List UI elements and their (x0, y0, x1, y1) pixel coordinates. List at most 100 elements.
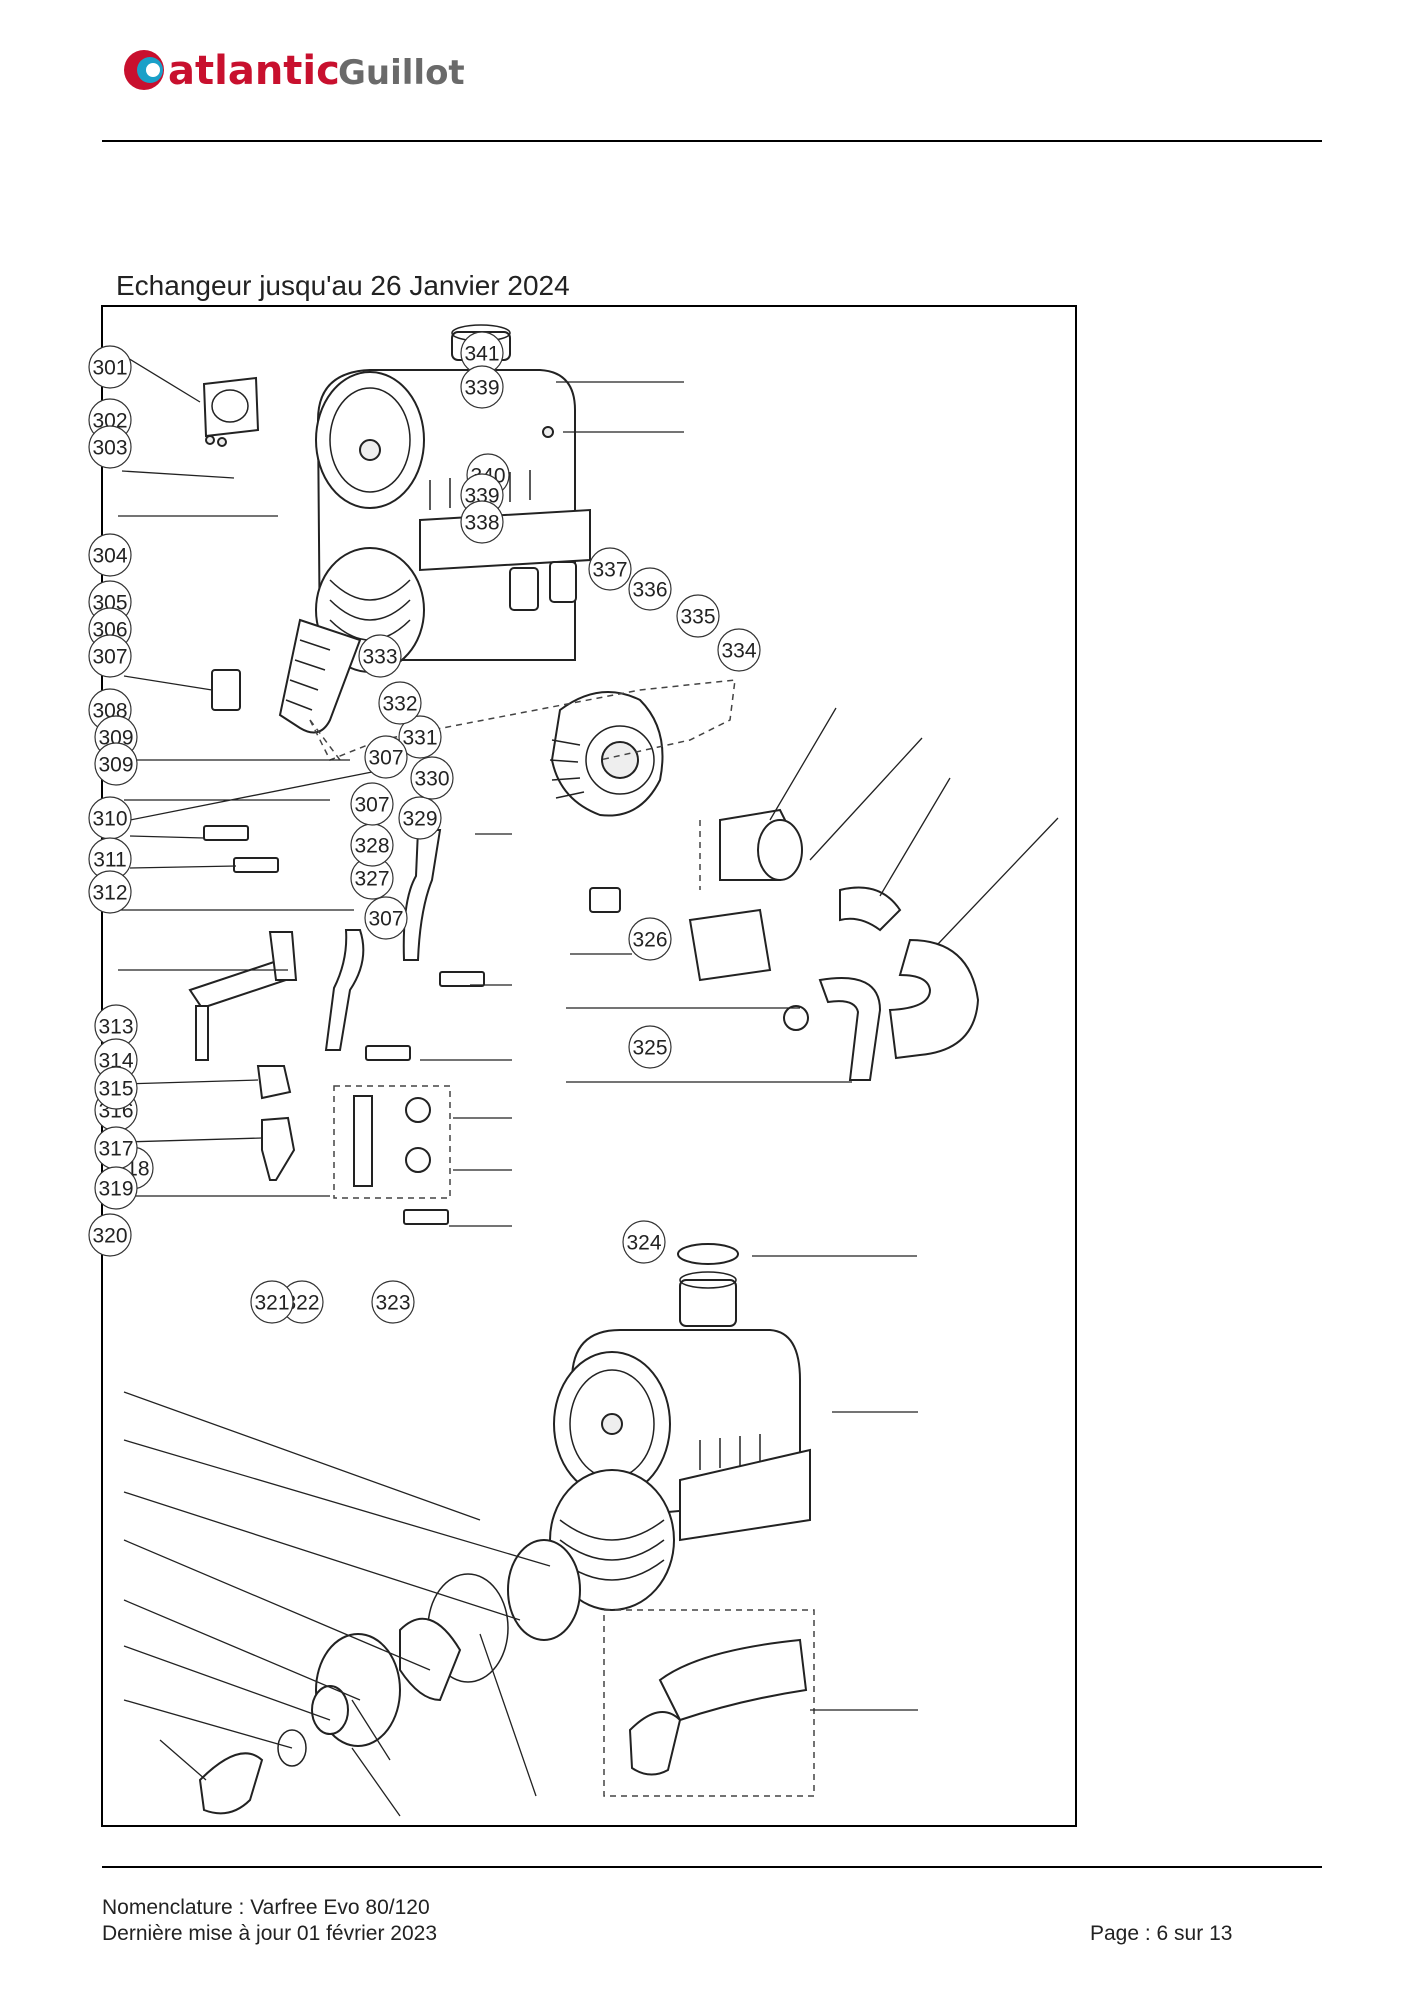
callout-301: 301 (88, 345, 132, 389)
fittings-part (256, 1065, 451, 1199)
svg-text:314: 314 (98, 1050, 133, 1073)
callout-303: 303 (88, 425, 132, 469)
callout-315: 315 (94, 1066, 138, 1110)
svg-text:338: 338 (464, 512, 499, 535)
heat-exchanger-lower (549, 1243, 811, 1611)
section-title: Echangeur jusqu'au 26 Janvier 2024 (116, 270, 570, 301)
svg-text:339: 339 (464, 485, 499, 508)
callout-319: 319 (94, 1166, 138, 1210)
svg-text:331: 331 (402, 727, 437, 750)
svg-text:329: 329 (402, 808, 437, 831)
svg-text:324: 324 (626, 1232, 661, 1255)
callout-339: 339 (460, 365, 504, 409)
gas-valve-part (589, 808, 803, 982)
elbow-pipe-part (783, 886, 980, 1081)
callout-325: 325 (628, 1025, 672, 1069)
callout-337: 337 (588, 547, 632, 591)
logo-mark-icon (124, 50, 164, 90)
callout-310: 310 (88, 796, 132, 840)
callout-307b: 307 (364, 896, 408, 940)
svg-text:306: 306 (92, 619, 127, 642)
callout-labels: 301 302 303 304 305 306 307 308 309 309 … (88, 331, 761, 1324)
svg-text:317: 317 (98, 1138, 133, 1161)
callout-324: 324 (622, 1220, 666, 1264)
svg-text:304: 304 (92, 545, 127, 568)
svg-text:339: 339 (464, 377, 499, 400)
callout-330: 330 (410, 756, 454, 800)
svg-text:341: 341 (464, 343, 499, 366)
svg-text:307: 307 (368, 747, 403, 770)
svg-text:301: 301 (92, 357, 127, 380)
callout-341: 341 (460, 331, 504, 375)
footer-divider (102, 1866, 1322, 1868)
logo-text-atlantic: atlantic (168, 48, 340, 94)
svg-text:320: 320 (92, 1225, 127, 1248)
callout-313: 313 (94, 1004, 138, 1048)
svg-text:309: 309 (98, 754, 133, 777)
svg-text:313: 313 (98, 1016, 133, 1039)
svg-text:334: 334 (721, 640, 756, 663)
callout-307d: 307 (364, 735, 408, 779)
burner-exploded-parts (198, 1539, 815, 1815)
callout-328: 328 (350, 823, 394, 867)
callout-307c: 307 (350, 782, 394, 826)
callout-323: 323 (371, 1280, 415, 1324)
svg-text:330: 330 (414, 768, 449, 791)
callout-333: 333 (358, 634, 402, 678)
svg-text:307: 307 (354, 794, 389, 817)
callout-326: 326 (628, 917, 672, 961)
callout-317: 317 (94, 1126, 138, 1170)
svg-text:310: 310 (92, 808, 127, 831)
svg-text:309: 309 (98, 727, 133, 750)
svg-text:311: 311 (93, 849, 126, 872)
callout-338: 338 (460, 500, 504, 544)
callout-329: 329 (398, 796, 442, 840)
callout-309: 309 (94, 742, 138, 786)
callout-322: 322 (280, 1280, 324, 1324)
fan-housing-part (549, 691, 664, 817)
burner-tube-part (278, 618, 362, 734)
clip-parts (203, 669, 485, 1225)
svg-text:328: 328 (354, 835, 389, 858)
svg-text:303: 303 (92, 437, 127, 460)
callout-304: 304 (88, 533, 132, 577)
svg-text:307: 307 (92, 646, 127, 669)
svg-text:323: 323 (375, 1292, 410, 1315)
callout-311: 311 (88, 837, 132, 881)
footer-nomenclature: Nomenclature : Varfree Evo 80/120 (102, 1896, 430, 1919)
footer-page-number: Page : 6 sur 13 (1090, 1922, 1233, 1945)
svg-text:322: 322 (284, 1292, 319, 1315)
heat-exchanger-upper (315, 324, 591, 673)
svg-text:312: 312 (92, 882, 127, 905)
svg-text:335: 335 (680, 606, 715, 629)
callout-320: 320 (88, 1213, 132, 1257)
svg-text:337: 337 (592, 559, 627, 582)
callout-335: 335 (676, 594, 720, 638)
callout-327: 327 (350, 856, 394, 900)
callout-307: 307 (88, 634, 132, 678)
svg-text:325: 325 (632, 1037, 667, 1060)
svg-text:326: 326 (632, 929, 667, 952)
callout-331: 331 (398, 715, 442, 759)
svg-text:319: 319 (98, 1178, 133, 1201)
callout-336: 336 (628, 567, 672, 611)
pressure-switch-part (202, 376, 260, 447)
callout-332: 332 (378, 681, 422, 725)
svg-text:302: 302 (92, 410, 127, 433)
callout-312: 312 (88, 870, 132, 914)
svg-text:336: 336 (632, 579, 667, 602)
svg-text:305: 305 (92, 592, 127, 615)
svg-text:333: 333 (362, 646, 397, 669)
header-divider (102, 140, 1322, 142)
callout-321: 321 (250, 1280, 294, 1324)
footer-last-update: Dernière mise à jour 01 février 2023 (102, 1922, 437, 1945)
brand-logo: atlantic Guillot (124, 48, 465, 94)
logo-text-guillot: Guillot (338, 53, 465, 93)
leader-lines (110, 351, 1059, 1817)
callout-334: 334 (717, 628, 761, 672)
svg-text:321: 321 (254, 1292, 289, 1315)
svg-text:315: 315 (98, 1078, 133, 1101)
svg-text:332: 332 (382, 693, 417, 716)
svg-text:307: 307 (368, 908, 403, 931)
